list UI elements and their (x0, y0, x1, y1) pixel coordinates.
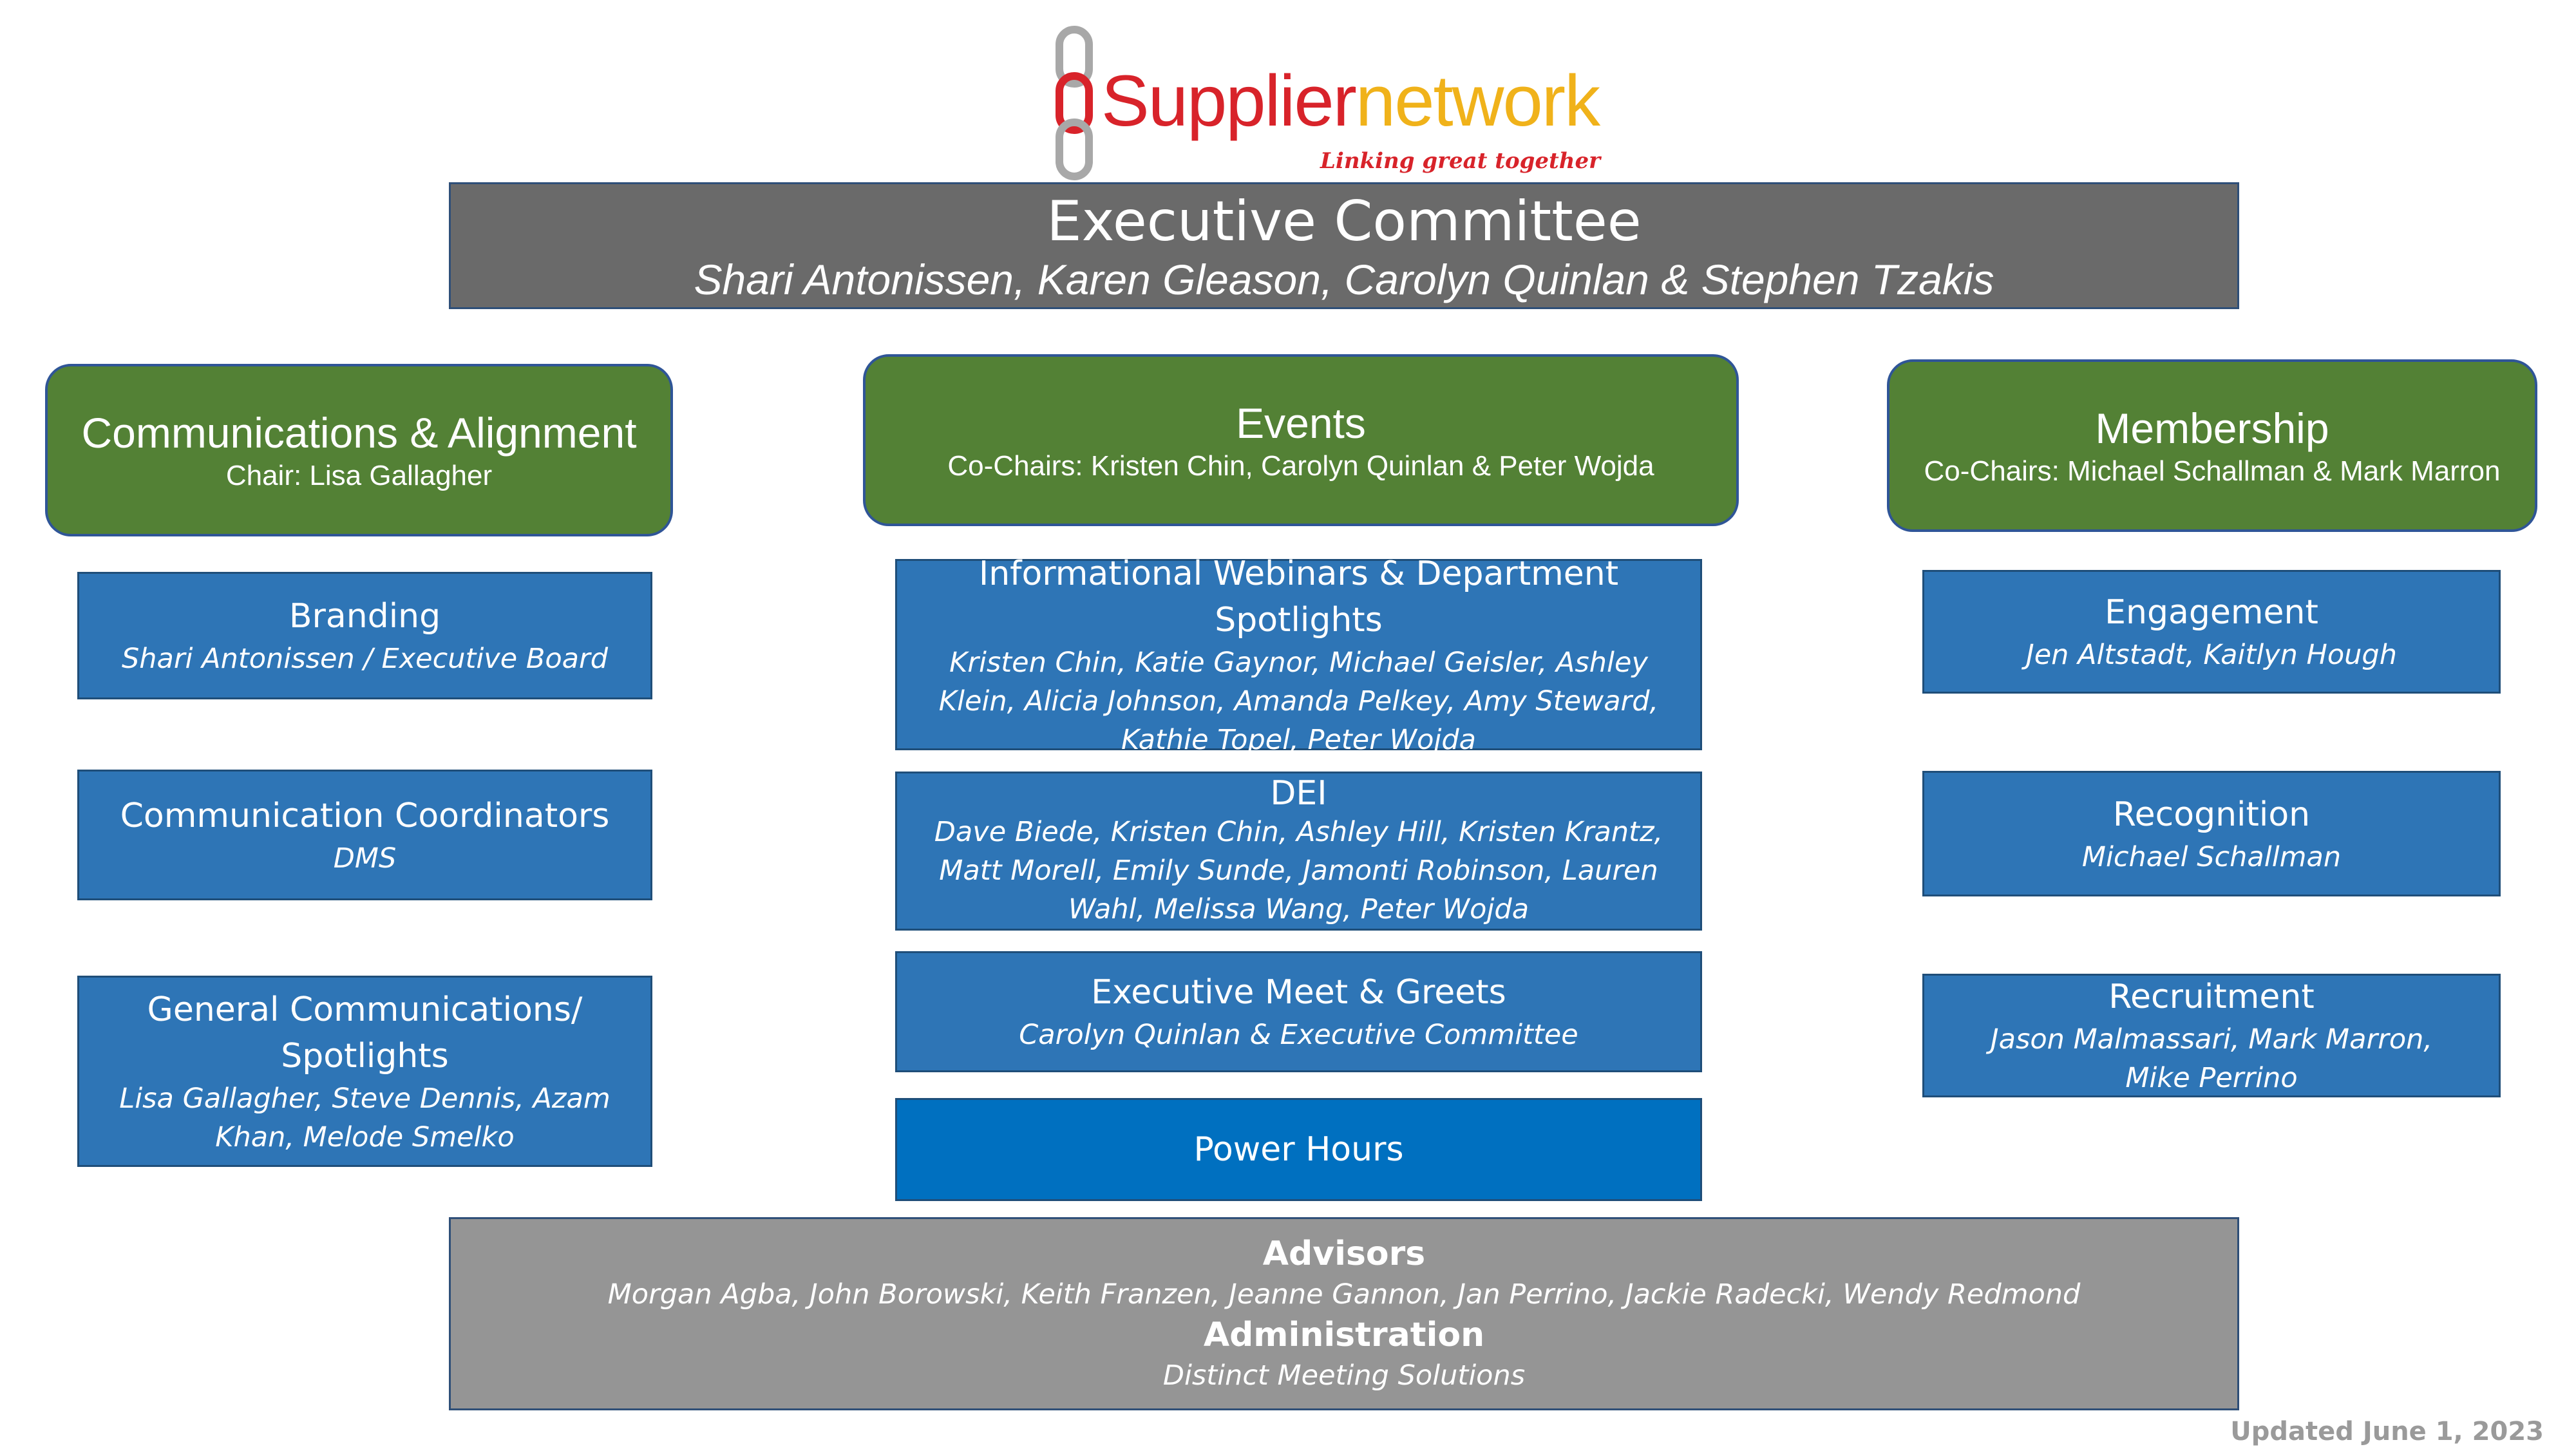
updated-date: Updated June 1, 2023 (2230, 1417, 2544, 1446)
dei-box: DEI Dave Biede, Kristen Chin, Ashley Hil… (895, 772, 1702, 931)
recognition-box: Recognition Michael Schallman (1922, 771, 2501, 896)
logo-word-supplier: Supplier (1101, 61, 1357, 141)
suppliernetwork-logo: Suppliernetwork Linking great together (1050, 26, 1600, 187)
events-header: Events Co-Chairs: Kristen Chin, Carolyn … (863, 354, 1739, 526)
administration-names: Distinct Meeting Solutions (1162, 1359, 1526, 1392)
communication-coordinators-box: Communication Coordinators DMS (77, 770, 652, 900)
box-title: DEI (1270, 773, 1327, 813)
logo-wordmark: Suppliernetwork (1101, 59, 1600, 142)
box-names: Lisa Gallagher, Steve Dennis, Azam Khan,… (119, 1082, 611, 1153)
header-subtitle: Chair: Lisa Gallagher (225, 460, 493, 491)
box-title: Branding (289, 597, 441, 636)
advisors-title: Advisors (1262, 1235, 1426, 1273)
advisors-box: Advisors Morgan Agba, John Borowski, Kei… (449, 1217, 2239, 1410)
executive-committee-box: Executive Committee Shari Antonissen, Ka… (449, 182, 2239, 309)
header-title: Membership (2095, 404, 2329, 452)
recruitment-box: Recruitment Jason Malmassari, Mark Marro… (1922, 974, 2501, 1097)
chain-link-icon (1056, 26, 1093, 180)
general-communications-box: General Communications/ Spotlights Lisa … (77, 976, 652, 1167)
header-title: Events (1236, 399, 1366, 447)
communications-alignment-header: Communications & Alignment Chair: Lisa G… (45, 364, 673, 536)
logo-tagline: Linking great together (1320, 148, 1600, 174)
box-title: Engagement (2105, 593, 2318, 632)
membership-header: Membership Co-Chairs: Michael Schallman … (1887, 359, 2537, 532)
header-subtitle: Co-Chairs: Michael Schallman & Mark Marr… (1924, 455, 2501, 487)
box-names: Michael Schallman (2081, 840, 2342, 873)
box-title: Communication Coordinators (120, 796, 610, 835)
box-title: Power Hours (1193, 1130, 1404, 1169)
box-names: Jen Altstadt, Kaitlyn Hough (2026, 639, 2397, 671)
engagement-box: Engagement Jen Altstadt, Kaitlyn Hough (1922, 570, 2501, 694)
branding-box: Branding Shari Antonissen / Executive Bo… (77, 572, 652, 699)
box-names: Kristen Chin, Katie Gaynor, Michael Geis… (938, 646, 1659, 756)
box-title: Recruitment (2108, 978, 2315, 1016)
box-names: Dave Biede, Kristen Chin, Ashley Hill, K… (934, 815, 1663, 925)
executive-committee-title: Executive Committee (1046, 189, 1642, 254)
header-subtitle: Co-Chairs: Kristen Chin, Carolyn Quinlan… (947, 450, 1654, 482)
logo-word-network: network (1355, 61, 1600, 141)
administration-title: Administration (1203, 1316, 1485, 1354)
box-title: Executive Meet & Greets (1091, 973, 1506, 1012)
box-names: Carolyn Quinlan & Executive Committee (1019, 1019, 1578, 1051)
box-title: Recognition (2112, 795, 2311, 834)
header-title: Communications & Alignment (81, 409, 637, 457)
box-names: Jason Malmassari, Mark Marron, Mike Perr… (1990, 1023, 2433, 1094)
executive-committee-members: Shari Antonissen, Karen Gleason, Carolyn… (694, 256, 1994, 303)
box-title: General Communications/ Spotlights (147, 990, 583, 1075)
informational-webinars-box: Informational Webinars & Department Spot… (895, 554, 1702, 756)
box-names: Shari Antonissen / Executive Board (121, 643, 609, 675)
power-hours-box: Power Hours (895, 1098, 1702, 1201)
advisors-names: Morgan Agba, John Borowski, Keith Franze… (607, 1278, 2081, 1311)
box-title: Informational Webinars & Department Spot… (978, 554, 1619, 639)
executive-meet-greets-box: Executive Meet & Greets Carolyn Quinlan … (895, 951, 1702, 1072)
box-names: DMS (333, 842, 397, 875)
